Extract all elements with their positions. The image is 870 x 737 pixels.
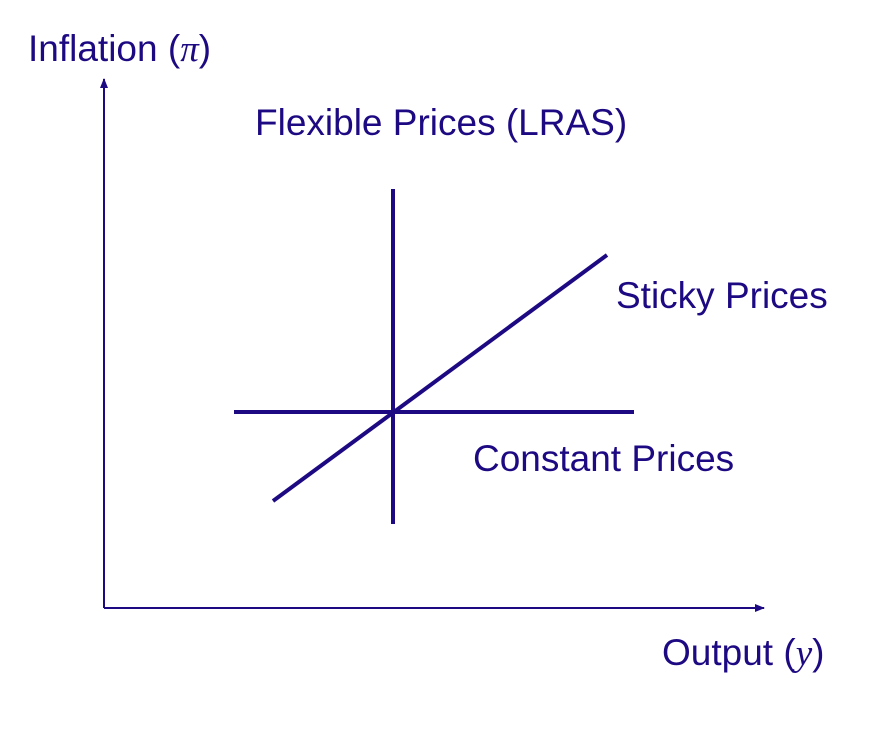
x-axis-label: Output (y) (662, 632, 824, 674)
sticky-prices-label: Sticky Prices (616, 275, 828, 316)
y-axis-symbol: π (180, 29, 200, 70)
sticky-prices-line (271, 253, 609, 503)
flexible-prices-label: Flexible Prices (LRAS) (255, 102, 627, 143)
x-axis-symbol: y (792, 633, 813, 674)
constant-prices-label: Constant Prices (473, 438, 734, 479)
y-axis-label: Inflation (π) (28, 28, 211, 70)
